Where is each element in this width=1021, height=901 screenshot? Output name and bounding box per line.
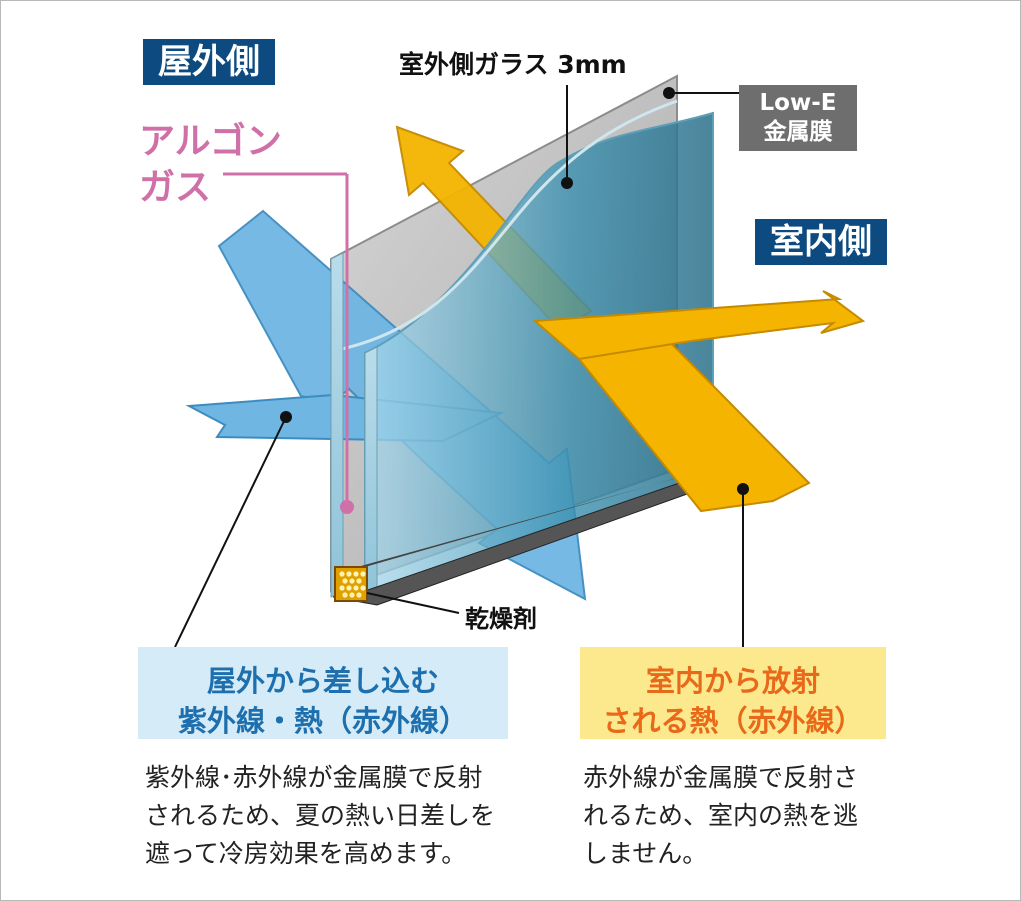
lowe-film-curve: [332, 99, 678, 353]
reflected-heat-arrow: [532, 290, 866, 361]
inner-glass-pane: [364, 111, 714, 601]
uv-heat-description: 紫外線･赤外線が金属膜で反射 されるため、夏の熱い日差しを 遮って冷房効果を高め…: [145, 763, 496, 868]
indoor-label: 室内側: [755, 219, 887, 265]
desiccant-label: 乾燥剤: [465, 605, 537, 633]
indoor-heat-title-box: 室内から放射 される熱（赤外線）: [580, 647, 886, 739]
uv-heat-title-box: 屋外から差し込む 紫外線・熱（赤外線）: [138, 647, 508, 739]
outer-glass-label: 室外側ガラス 3mm: [399, 50, 627, 79]
lowe-label: Low-E 金属膜: [739, 85, 857, 151]
indoor-heat-description: 赤外線が金属膜で反射さ れるため、室内の熱を逃 しません。: [583, 763, 859, 868]
argon-gas-label: アルゴン ガス: [139, 121, 282, 208]
outer-pane-edge: [330, 252, 344, 598]
outdoor-label: 屋外側: [143, 39, 275, 85]
